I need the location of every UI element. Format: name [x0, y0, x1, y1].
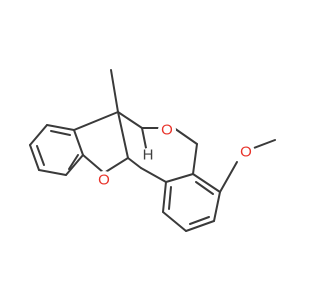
- left-benzene-ring: [29, 124, 84, 176]
- bond: [173, 127, 198, 145]
- bond: [165, 173, 194, 183]
- bond: [73, 111, 119, 131]
- bond: [141, 127, 147, 149]
- atom-label-o: O: [98, 172, 110, 189]
- bond: [38, 169, 67, 176]
- atom-h-bridgehead: H: [141, 147, 155, 164]
- bond: [140, 167, 167, 183]
- molecule-structure: O O O H: [29, 69, 276, 232]
- bond: [29, 124, 48, 146]
- atom-label-o: O: [161, 122, 173, 139]
- bond: [213, 191, 221, 222]
- double-bond-inner: [36, 145, 45, 166]
- double-bond-inner: [50, 130, 71, 136]
- atom-label-o: O: [240, 144, 252, 161]
- double-bond-inner: [189, 216, 210, 225]
- right-benzene-ring: [162, 143, 221, 232]
- bond: [65, 154, 84, 176]
- bond: [117, 111, 129, 159]
- bond: [82, 154, 105, 174]
- bond: [73, 129, 84, 156]
- atom-o-furan: O: [95, 171, 113, 189]
- bond: [192, 173, 221, 193]
- structure-canvas: O O O H: [29, 69, 276, 232]
- atom-label-h: H: [143, 147, 154, 164]
- bond: [117, 111, 143, 129]
- methoxy-group: [219, 139, 276, 193]
- double-bond-inner: [168, 186, 172, 210]
- bond: [127, 157, 142, 169]
- bond: [103, 157, 129, 174]
- bond: [162, 181, 167, 213]
- atom-o-pyran: O: [158, 121, 176, 139]
- bicyclic-bridge: [110, 69, 161, 169]
- bond: [192, 143, 198, 175]
- bond: [29, 144, 40, 171]
- double-bond-inner: [68, 154, 79, 170]
- atom-o-methoxy: O: [237, 143, 255, 161]
- bond: [219, 161, 238, 193]
- pyran-ring: [140, 127, 198, 183]
- bond: [162, 211, 187, 232]
- methyl-bond: [110, 69, 119, 113]
- double-bond-inner: [195, 181, 214, 195]
- bond: [46, 124, 75, 131]
- bond: [185, 220, 215, 232]
- methyl-bond: [253, 139, 276, 149]
- furan-ring: [73, 111, 129, 174]
